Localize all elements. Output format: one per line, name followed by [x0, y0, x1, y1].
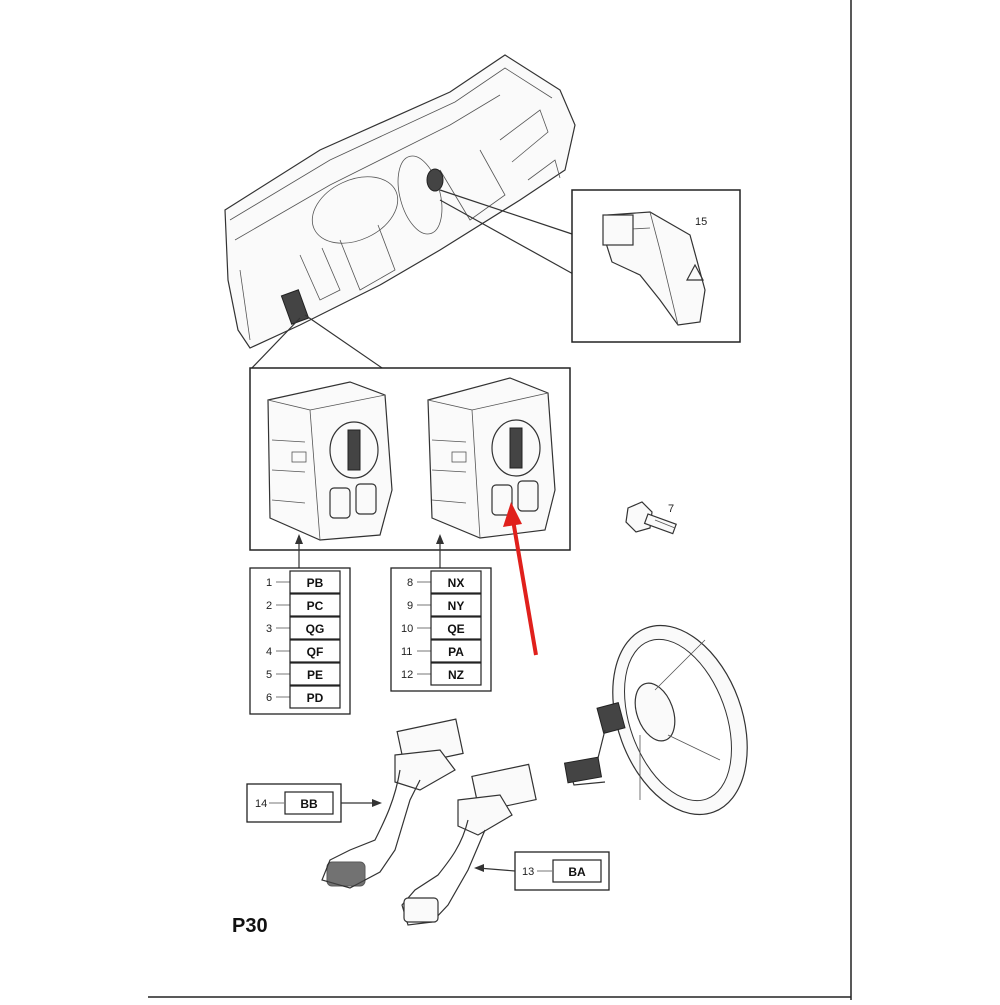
headlamp-switch-right: [427, 377, 556, 539]
code-label: NX: [448, 576, 465, 590]
figure-label: P30: [232, 915, 268, 937]
headlamp-switch-left: [267, 381, 393, 541]
code-box: [289, 570, 341, 594]
stalk-switch-left-illustration: [321, 718, 464, 889]
bolt-illustration: [625, 501, 677, 535]
leader-line-switch-2: [304, 314, 386, 371]
leader-line-switch: [249, 317, 301, 371]
steering-wheel-illustration: [563, 624, 748, 816]
leader-line-hazard-2: [439, 199, 576, 276]
row-number: 12: [401, 669, 413, 681]
stalk-left-number: 14: [255, 798, 267, 810]
row-number: 9: [407, 600, 413, 612]
row-number: 5: [266, 669, 272, 681]
stalk-switch-right-illustration: [401, 763, 537, 926]
code-label: PC: [307, 599, 324, 613]
table-row: 11 PA: [401, 639, 482, 663]
red-pointer-arrow: [511, 519, 538, 656]
row-number: 4: [266, 646, 272, 658]
code-box: [430, 593, 482, 617]
code-label: PD: [307, 691, 324, 705]
table-row: 6 PD: [266, 685, 341, 709]
hazard-switch-illustration: [602, 211, 706, 326]
code-box: [289, 685, 341, 709]
code-box: [289, 593, 341, 617]
code-label: QF: [307, 645, 324, 659]
code-label: QE: [447, 622, 464, 636]
code-label: PA: [448, 645, 464, 659]
stalk-left-code: BB: [300, 797, 318, 811]
code-box: [430, 570, 482, 594]
red-arrowhead: [503, 502, 522, 527]
code-box: [430, 639, 482, 663]
row-number: 11: [401, 646, 412, 658]
code-box: [289, 662, 341, 686]
table-row: 12 NZ: [401, 662, 482, 686]
row-number: 1: [266, 577, 272, 589]
table-row: 2 PC: [266, 593, 341, 617]
stalk-right-number: 13: [522, 866, 534, 878]
left-code-table: 1 PB 2 PC 3 QG 4 QF 5 PE 6 PD: [249, 567, 351, 715]
code-box: [289, 616, 341, 640]
stalk-right-code: BA: [568, 865, 586, 879]
row-number: 2: [266, 600, 272, 612]
table-row: 10 QE: [401, 616, 482, 640]
row-number: 8: [407, 577, 413, 589]
right-code-table: 8 NX 9 NY 10 QE 11 PA 12 NZ: [390, 567, 492, 692]
stalk-right-code-box: 13 BA: [474, 851, 610, 891]
code-box: [289, 639, 341, 663]
table-row: 9 NY: [407, 593, 482, 617]
table-row: 3 QG: [266, 616, 341, 640]
dashboard-illustration: [224, 54, 576, 349]
code-label: NZ: [448, 668, 464, 682]
table-row: 4 QF: [266, 639, 341, 663]
code-label: PE: [307, 668, 323, 682]
row-number: 6: [266, 692, 272, 704]
leader-line-hazard: [439, 189, 576, 236]
table-row: 5 PE: [266, 662, 341, 686]
code-label: QG: [306, 622, 325, 636]
callout-bolt: 7: [668, 503, 674, 515]
callout-hazard-switch: 15: [695, 216, 707, 228]
arrowhead-right: [436, 534, 444, 544]
code-box: [430, 616, 482, 640]
table-row: 1 PB: [266, 570, 341, 594]
table-row: 8 NX: [407, 570, 482, 594]
code-label: PB: [307, 576, 324, 590]
arrowhead-left: [295, 534, 303, 544]
row-number: 10: [401, 623, 413, 635]
row-number: 3: [266, 623, 272, 635]
code-box: [430, 662, 482, 686]
code-label: NY: [448, 599, 465, 613]
stalk-left-code-box: 14 BB: [246, 783, 382, 823]
